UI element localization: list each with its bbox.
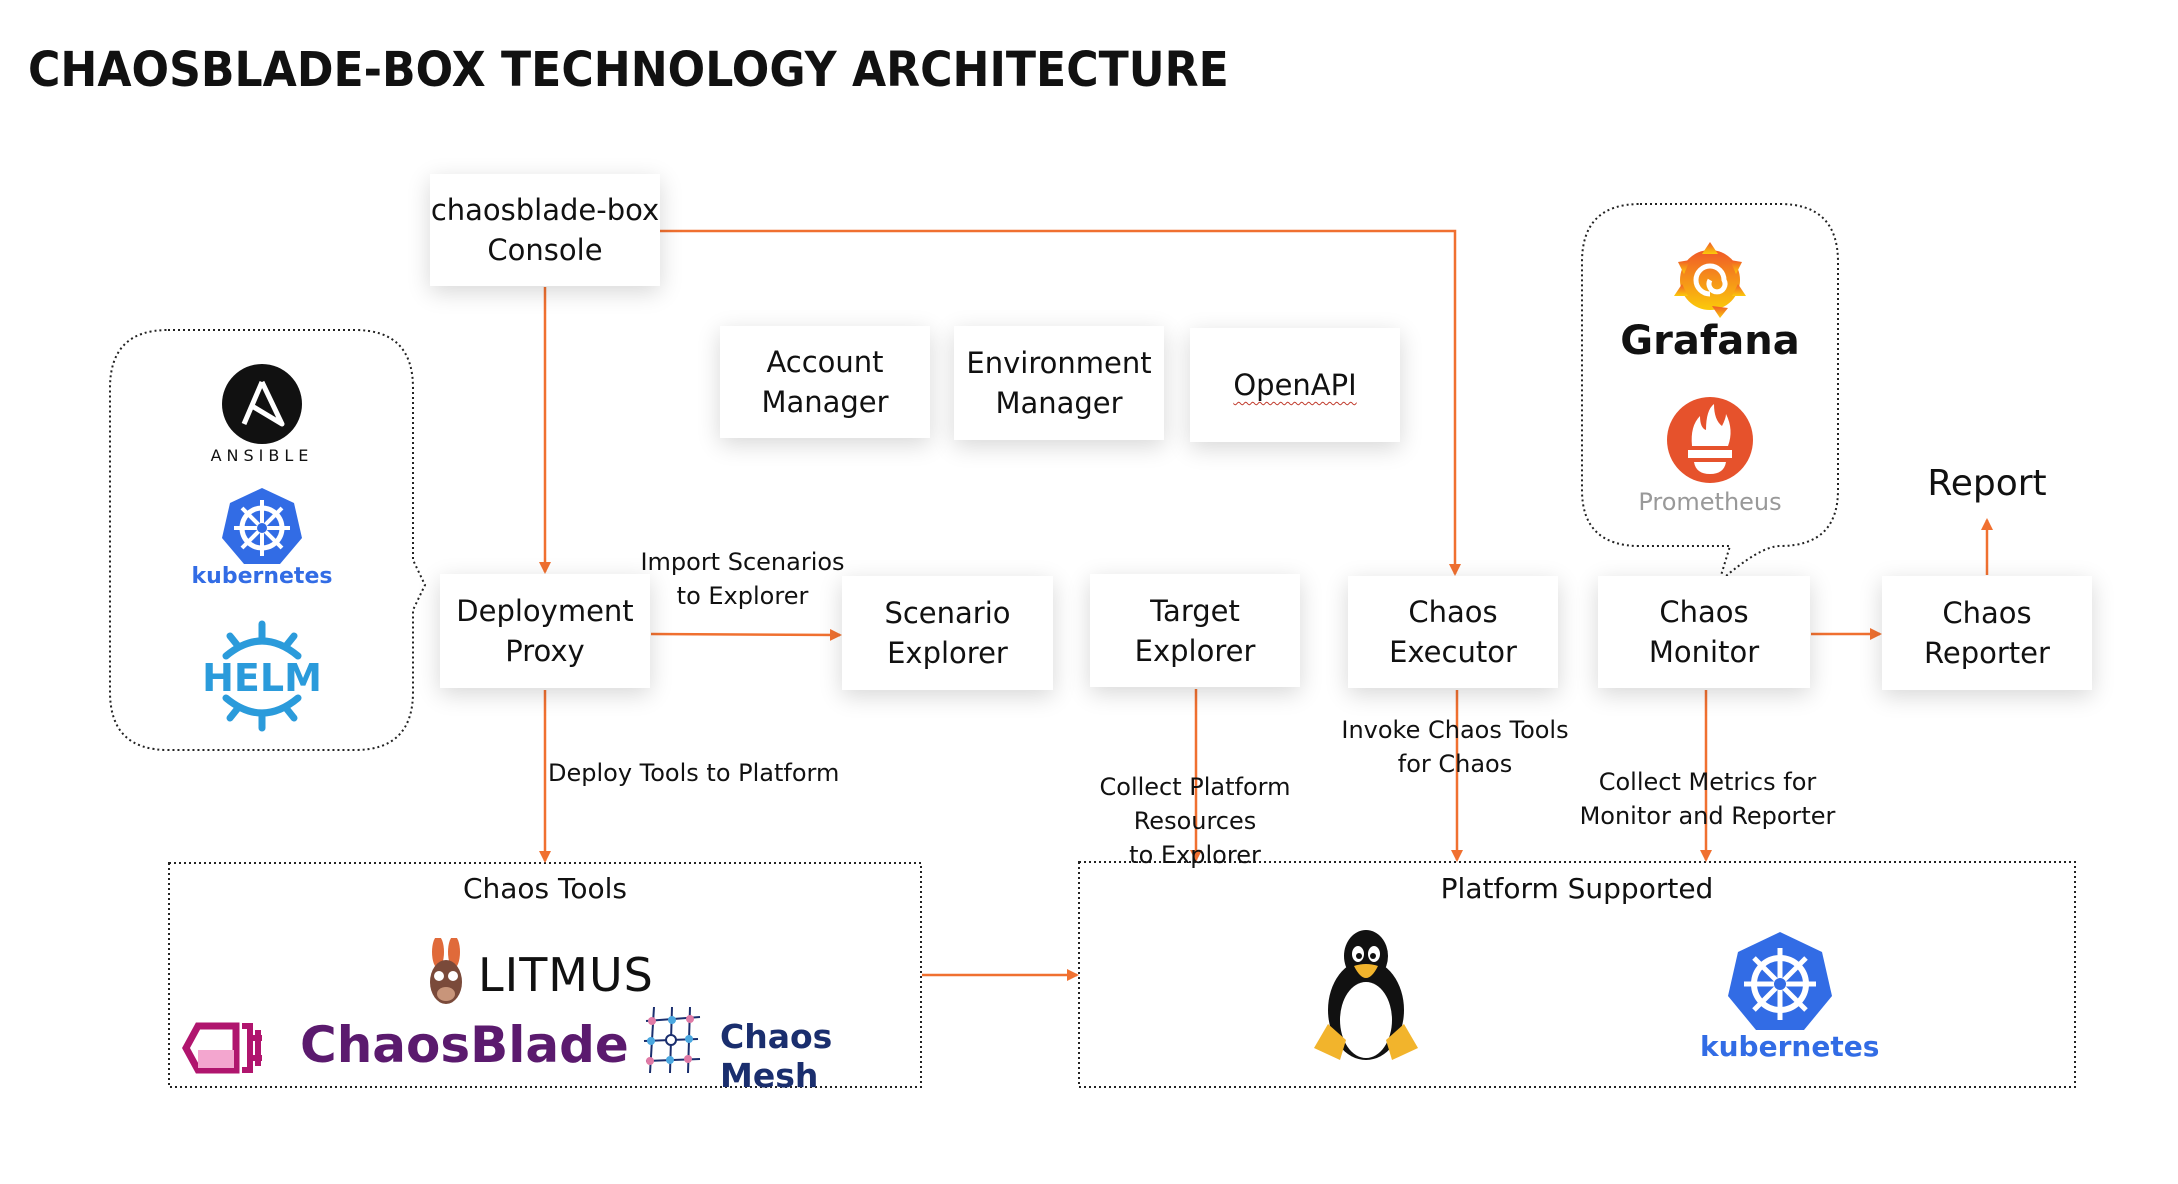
chaosblade-logo: ChaosBlade <box>176 1016 629 1080</box>
litmus-label: LITMUS <box>478 948 654 1002</box>
chaos-monitor-label: Chaos Monitor <box>1648 595 1760 669</box>
account-manager-box[interactable]: Account Manager <box>720 326 930 438</box>
kubernetes-logo-deploy: kubernetes <box>190 486 334 596</box>
platform-title: Platform Supported <box>1440 872 1714 905</box>
grafana-logo: Grafana <box>1620 240 1800 370</box>
ansible-icon <box>222 364 302 444</box>
scenario-explorer-box[interactable]: Scenario Explorer <box>842 576 1053 690</box>
chaos-reporter-box[interactable]: Chaos Reporter <box>1882 576 2092 690</box>
deployment-proxy-label: Deployment Proxy <box>456 594 634 668</box>
openapi-box[interactable]: OpenAPI <box>1190 328 1400 442</box>
chaos-reporter-label: Chaos Reporter <box>1924 596 2050 670</box>
label-import-scenarios: Import Scenarios to Explorer <box>640 548 845 610</box>
grafana-icon <box>1674 242 1746 318</box>
chaos-executor-label: Chaos Executor <box>1389 595 1517 669</box>
report-label: Report <box>1927 463 2047 504</box>
litmus-icon <box>430 936 462 1004</box>
ansible-logo: ANSIBLE <box>200 364 324 474</box>
page-title: CHAOSBLADE-BOX TECHNOLOGY ARCHITECTURE <box>28 42 1229 98</box>
chaosmesh-logo: Chaos Mesh <box>636 1003 916 1095</box>
litmus-logo: LITMUS <box>424 936 654 1008</box>
kubernetes-icon <box>222 488 302 564</box>
console-box[interactable]: chaosblade-box Console <box>430 174 660 286</box>
deploy-tools-bubble <box>109 329 427 751</box>
chaos-executor-box[interactable]: Chaos Executor <box>1348 576 1558 688</box>
arrow-proxy-to-scenario <box>650 628 842 641</box>
deployment-proxy-box[interactable]: Deployment Proxy <box>440 574 650 688</box>
chaos-tools-title: Chaos Tools <box>462 872 628 905</box>
label-invoke-tools: Invoke Chaos Tools for Chaos <box>1341 716 1569 778</box>
chaosblade-icon <box>182 1022 262 1074</box>
kubernetes-platform-label: kubernetes <box>1700 1030 1880 1063</box>
openapi-label: OpenAPI <box>1233 368 1357 402</box>
account-manager-label: Account Manager <box>761 345 889 419</box>
kubernetes-label: kubernetes <box>191 564 333 589</box>
kubernetes-logo-platform: kubernetes <box>1700 930 1880 1065</box>
chaosmesh-label: Chaos Mesh <box>720 1017 833 1095</box>
console-label: chaosblade-box Console <box>430 193 660 267</box>
label-collect-metrics: Collect Metrics for Monitor and Reporter <box>1579 768 1836 830</box>
arrow-console-to-executor <box>660 229 1461 576</box>
linux-logo <box>1308 928 1424 1064</box>
target-explorer-label: Target Explorer <box>1134 593 1256 668</box>
grafana-label: Grafana <box>1620 318 1800 364</box>
chaos-tools-frame <box>168 862 922 1088</box>
prometheus-label: Prometheus <box>1638 488 1782 516</box>
monitoring-bubble <box>1581 203 1839 586</box>
chaosblade-label: ChaosBlade <box>300 1016 629 1074</box>
target-explorer-box[interactable]: Target Explorer <box>1090 574 1300 687</box>
linux-tux-icon <box>1314 930 1418 1060</box>
ansible-label: ANSIBLE <box>210 446 314 465</box>
chaos-monitor-box[interactable]: Chaos Monitor <box>1598 576 1810 688</box>
scenario-explorer-label: Scenario Explorer <box>884 596 1011 670</box>
environment-manager-label: Environment Manager <box>966 346 1152 420</box>
prometheus-logo: Prometheus <box>1630 396 1790 526</box>
kubernetes-icon <box>1728 932 1832 1030</box>
helm-label: HELM <box>202 656 322 700</box>
prometheus-icon <box>1667 397 1753 483</box>
environment-manager-box[interactable]: Environment Manager <box>954 326 1164 440</box>
label-collect-resources: Collect Platform Resources to Explorer <box>1099 773 1291 869</box>
helm-icon <box>222 620 302 732</box>
helm-logo: HELM <box>200 620 324 732</box>
label-deploy-tools: Deploy Tools to Platform <box>548 759 840 787</box>
chaosmesh-icon <box>643 1006 701 1074</box>
